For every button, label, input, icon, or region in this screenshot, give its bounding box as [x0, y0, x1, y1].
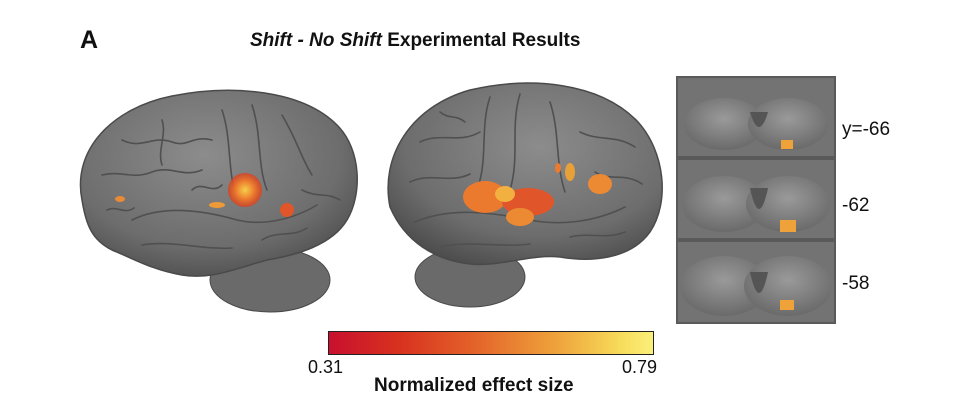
colorbar-max-label: 0.79 [622, 357, 658, 377]
colorbar-min-label: 0.31 [308, 357, 344, 377]
title-sep: - [292, 30, 310, 51]
effect-size-colorbar [328, 331, 654, 355]
coronal-slices-panel [676, 76, 836, 324]
title-noshift: No Shift [309, 30, 382, 51]
colorbar-title: Normalized effect size [374, 375, 574, 396]
left-hemisphere-brain [62, 80, 366, 316]
slice-label-3: -58 [842, 273, 870, 294]
panel-label: A [80, 26, 99, 54]
slice-label-1: y=-66 [842, 119, 891, 140]
figure-title: Shift - No Shift Experimental Results [250, 30, 580, 52]
slice-label-2: -62 [842, 195, 870, 216]
right-hemisphere-brain [380, 72, 666, 316]
title-rest: Experimental Results [381, 30, 581, 51]
title-shift: Shift [250, 30, 293, 51]
